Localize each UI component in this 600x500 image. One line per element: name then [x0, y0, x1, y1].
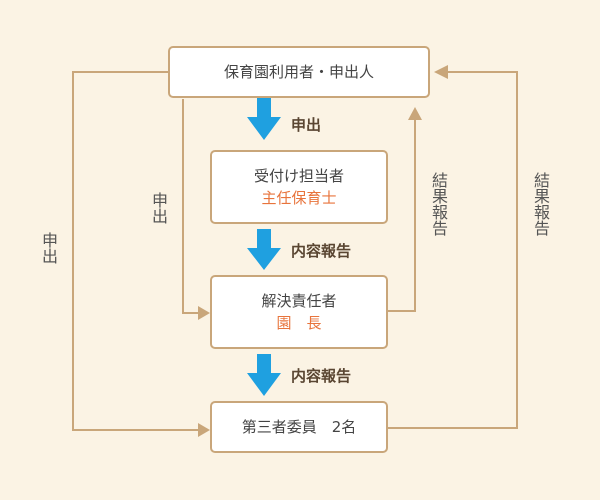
applicant-box: 保育園利用者・申出人: [168, 46, 430, 98]
arrowhead-third-party-result: [434, 65, 448, 79]
label-apply-outer: 申出: [39, 232, 58, 264]
resolver-box: 解決責任者 園 長: [210, 275, 388, 349]
arrowhead-resolver-result: [408, 107, 422, 120]
connector-third-party-result: [388, 71, 518, 429]
connector-applicant-to-resolver: [182, 99, 198, 314]
down-arrow-2: [247, 229, 281, 270]
down-arrow-3: [247, 354, 281, 396]
connector-resolver-result: [388, 120, 416, 312]
receptionist-role: 主任保育士: [261, 189, 337, 207]
label-apply-1: 申出: [291, 116, 322, 134]
receptionist-box: 受付け担当者 主任保育士: [210, 150, 388, 224]
label-result-inner: 結果報告: [429, 172, 448, 236]
label-result-outer: 結果報告: [531, 172, 550, 236]
arrowhead-resolver: [198, 306, 210, 320]
connector-applicant-to-third-party: [72, 71, 198, 431]
down-arrow-1: [247, 96, 281, 140]
resolver-role: 園 長: [276, 314, 322, 332]
label-content-report-2: 内容報告: [291, 367, 352, 385]
receptionist-label: 受付け担当者: [253, 167, 344, 185]
applicant-label: 保育園利用者・申出人: [223, 63, 374, 81]
label-apply-inner: 申出: [149, 192, 168, 224]
label-content-report-1: 内容報告: [291, 242, 352, 260]
third-party-label: 第三者委員 2名: [241, 418, 357, 436]
resolver-label: 解決責任者: [261, 292, 337, 310]
third-party-box: 第三者委員 2名: [210, 401, 388, 453]
arrowhead-third-party: [198, 423, 210, 437]
